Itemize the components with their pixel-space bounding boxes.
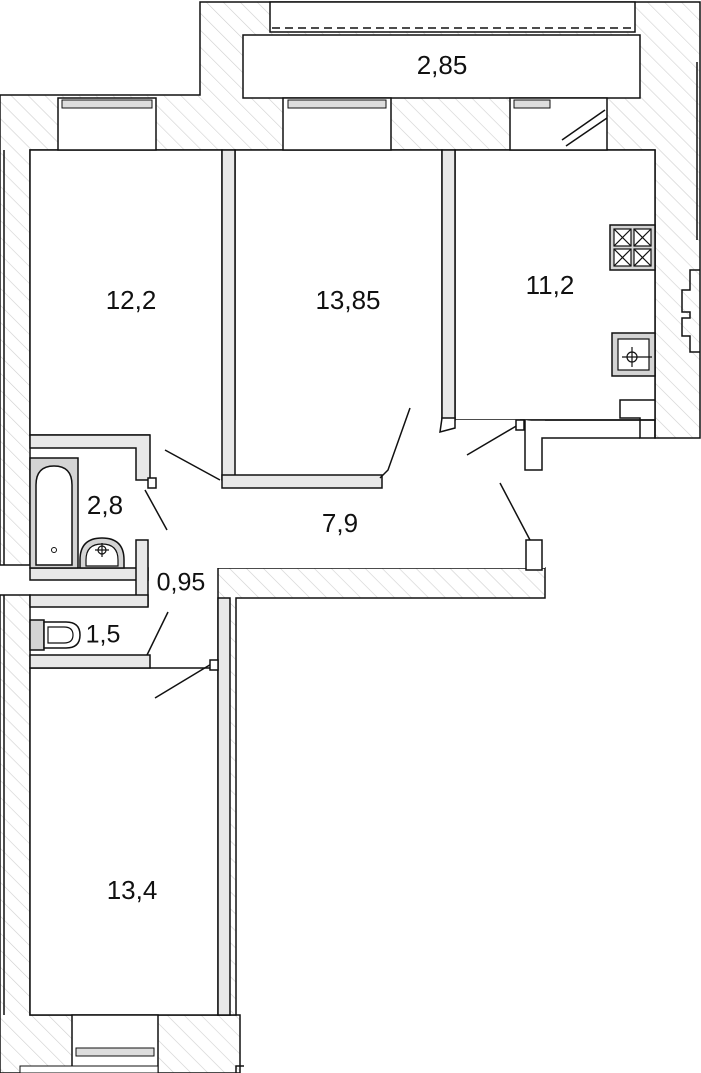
door-bedroom-bottom-stop xyxy=(209,659,219,671)
bathroom-fixtures xyxy=(29,457,125,569)
toilet-bowl-icon xyxy=(43,621,81,649)
room-floors xyxy=(29,149,656,1016)
balcony-slab xyxy=(242,34,641,99)
bathtub-drain-icon xyxy=(51,547,57,553)
door-kitchen xyxy=(466,424,519,456)
balcony-door-swing-2 xyxy=(565,117,608,147)
partition-kitchen-bottom xyxy=(520,399,656,439)
balcony xyxy=(242,1,641,99)
bathtub-basin-icon xyxy=(35,465,73,566)
window-left-sill xyxy=(61,99,153,109)
partition-toilet-top xyxy=(29,594,149,608)
partition-bottom-room-right xyxy=(217,597,231,1016)
door-bedroom-left xyxy=(164,449,221,481)
area-label-bedroom-bottom: 13,4 xyxy=(107,875,158,905)
window-center-sill xyxy=(287,99,387,109)
door-bedroom-bottom xyxy=(154,662,214,699)
area-label-bathroom: 2,8 xyxy=(87,490,123,520)
area-label-corridor: 0,95 xyxy=(157,569,206,597)
balcony-frame xyxy=(269,1,636,33)
door-bathroom-stop xyxy=(147,477,157,489)
area-label-kitchen: 11,2 xyxy=(526,270,575,300)
toilet-seat-icon xyxy=(47,626,74,644)
toilet-fixture xyxy=(29,619,81,651)
area-label-toilet: 1,5 xyxy=(86,621,121,649)
partition-center-kitchen xyxy=(441,149,456,421)
partition-center-bottom xyxy=(221,474,383,489)
balcony-door-swing xyxy=(561,109,606,141)
door-hall-right xyxy=(499,482,531,541)
bottom-right-bracket xyxy=(235,1065,244,1073)
area-label-hallway: 7,9 xyxy=(322,508,358,538)
interior-wall-mass xyxy=(217,567,546,1016)
room-labels: 2,85 12,2 13,85 11,2 2,8 7,9 0,95 1,5 13… xyxy=(86,50,575,905)
area-label-balcony: 2,85 xyxy=(417,50,468,80)
doors xyxy=(144,407,531,699)
door-kitchen-stop xyxy=(515,419,525,431)
partition-bath xyxy=(29,434,151,481)
window-bottom-sill xyxy=(75,1047,155,1057)
partition-bath-bottom xyxy=(29,567,149,581)
partition-kitchen-corner xyxy=(524,420,640,471)
partition-hall-right xyxy=(525,539,543,571)
window-right-sill xyxy=(513,99,551,109)
window-bottom-edge xyxy=(19,1065,159,1073)
sink-bowl-icon xyxy=(617,338,650,371)
door-bedroom-center xyxy=(379,407,411,479)
partitions xyxy=(29,149,656,1016)
door-kitchen-stub xyxy=(439,417,456,434)
floor-bedroom-bottom xyxy=(29,667,219,1016)
area-label-bedroom-left: 12,2 xyxy=(106,285,157,315)
partition-toilet-bottom xyxy=(29,654,151,669)
partition-left-center xyxy=(221,149,236,481)
toilet-tank-icon xyxy=(29,619,45,651)
floor-hallway xyxy=(150,420,545,568)
kitchen-fixtures xyxy=(609,224,656,377)
door-bathroom xyxy=(144,489,168,531)
right-edge-notch xyxy=(681,269,700,353)
windows xyxy=(19,97,608,1073)
stove-burners-icon xyxy=(613,228,652,267)
right-edge-detail xyxy=(3,62,700,1073)
door-toilet xyxy=(146,611,169,656)
area-label-bedroom-center: 13,85 xyxy=(315,285,380,315)
window-bottom xyxy=(71,1014,159,1073)
